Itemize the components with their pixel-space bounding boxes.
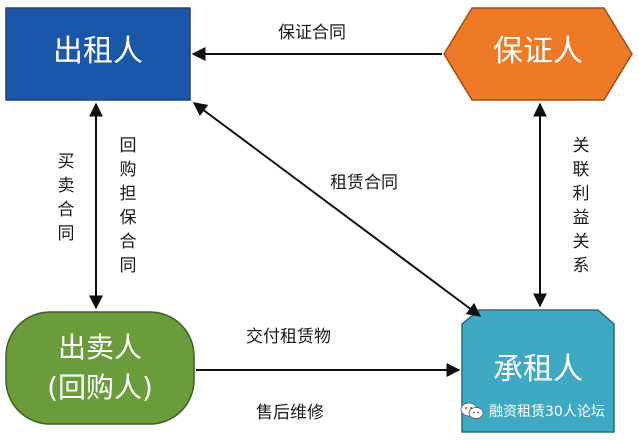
lessee-label: 承租人 [493,352,583,387]
seller-box [5,311,195,425]
watermark-text: 融资租赁30人论坛 [489,404,605,420]
guarantor-label: 保证人 [493,34,583,69]
sale-contract-label: 买卖合同 [57,152,75,244]
related-interest-label: 关联利益关系 [572,136,590,276]
seller-label-line1: 出卖人 [57,331,142,364]
guarantee-contract-label: 保证合同 [278,23,346,43]
arrow-lessor-lessee [192,102,482,317]
seller-label-line2: (回购人) [47,371,153,404]
wechat-icon [460,402,484,419]
after-sales-repair-label: 售后维修 [256,403,324,423]
lessor-box [5,7,191,101]
watermark: 融资租赁30人论坛 [460,400,605,422]
seller-label: 出卖人 (回购人) [6,328,194,408]
buyback-guarantee-contract-label: 回购担保合同 [119,136,137,276]
guarantor-hexagon [443,7,633,101]
lease-contract-label: 租赁合同 [330,173,398,193]
lessor-label: 出租人 [53,34,143,69]
deliver-leased-item-label: 交付租赁物 [246,327,331,347]
